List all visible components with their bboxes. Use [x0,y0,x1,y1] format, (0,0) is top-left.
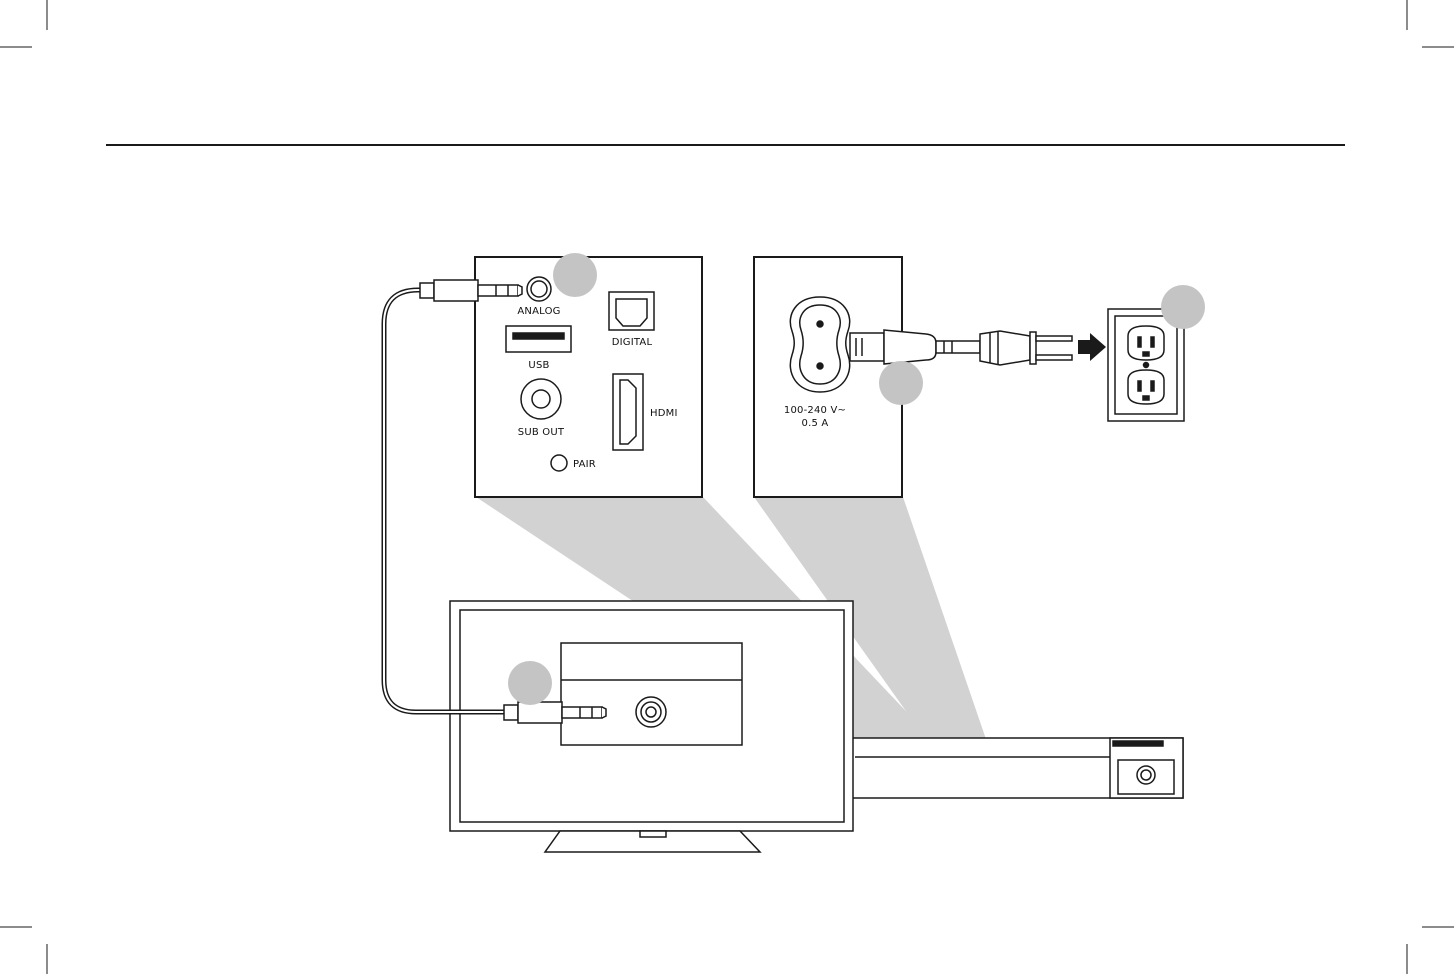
soundbar-rear-panel-connections: ANALOG DIGITAL USB SUB OUT HDMI PAIR [420,253,702,497]
tv-audio-out-inset [561,643,742,745]
hdmi-label: HDMI [650,408,678,419]
step-marker-outlet [1161,285,1205,329]
ac-inlet-icon [790,297,849,392]
hdmi-port-icon [613,374,643,450]
step-marker-tv [508,661,552,705]
step-marker-power-cord [879,361,923,405]
power-cord [850,330,1072,365]
step-marker-analog [553,253,597,297]
analog-label: ANALOG [517,306,560,317]
power-plug-icon [980,331,1030,365]
soundbar [840,738,1183,798]
analog-port-icon [527,277,551,301]
soundbar-rear-panel-power: 100-240 V~ 0.5 A [754,257,902,497]
digital-label: DIGITAL [612,337,653,348]
usb-port-icon [506,326,571,352]
pair-label: PAIR [573,459,596,470]
sub-out-label: SUB OUT [518,427,565,438]
arrow-right-icon [1078,333,1106,361]
power-rating-line1: 100-240 V~ [784,405,846,416]
sub-out-port-icon [521,379,561,419]
power-rating-line2: 0.5 A [802,418,829,429]
pair-button-icon [551,455,567,471]
usb-label: USB [528,360,549,371]
optical-port-icon [609,292,654,330]
